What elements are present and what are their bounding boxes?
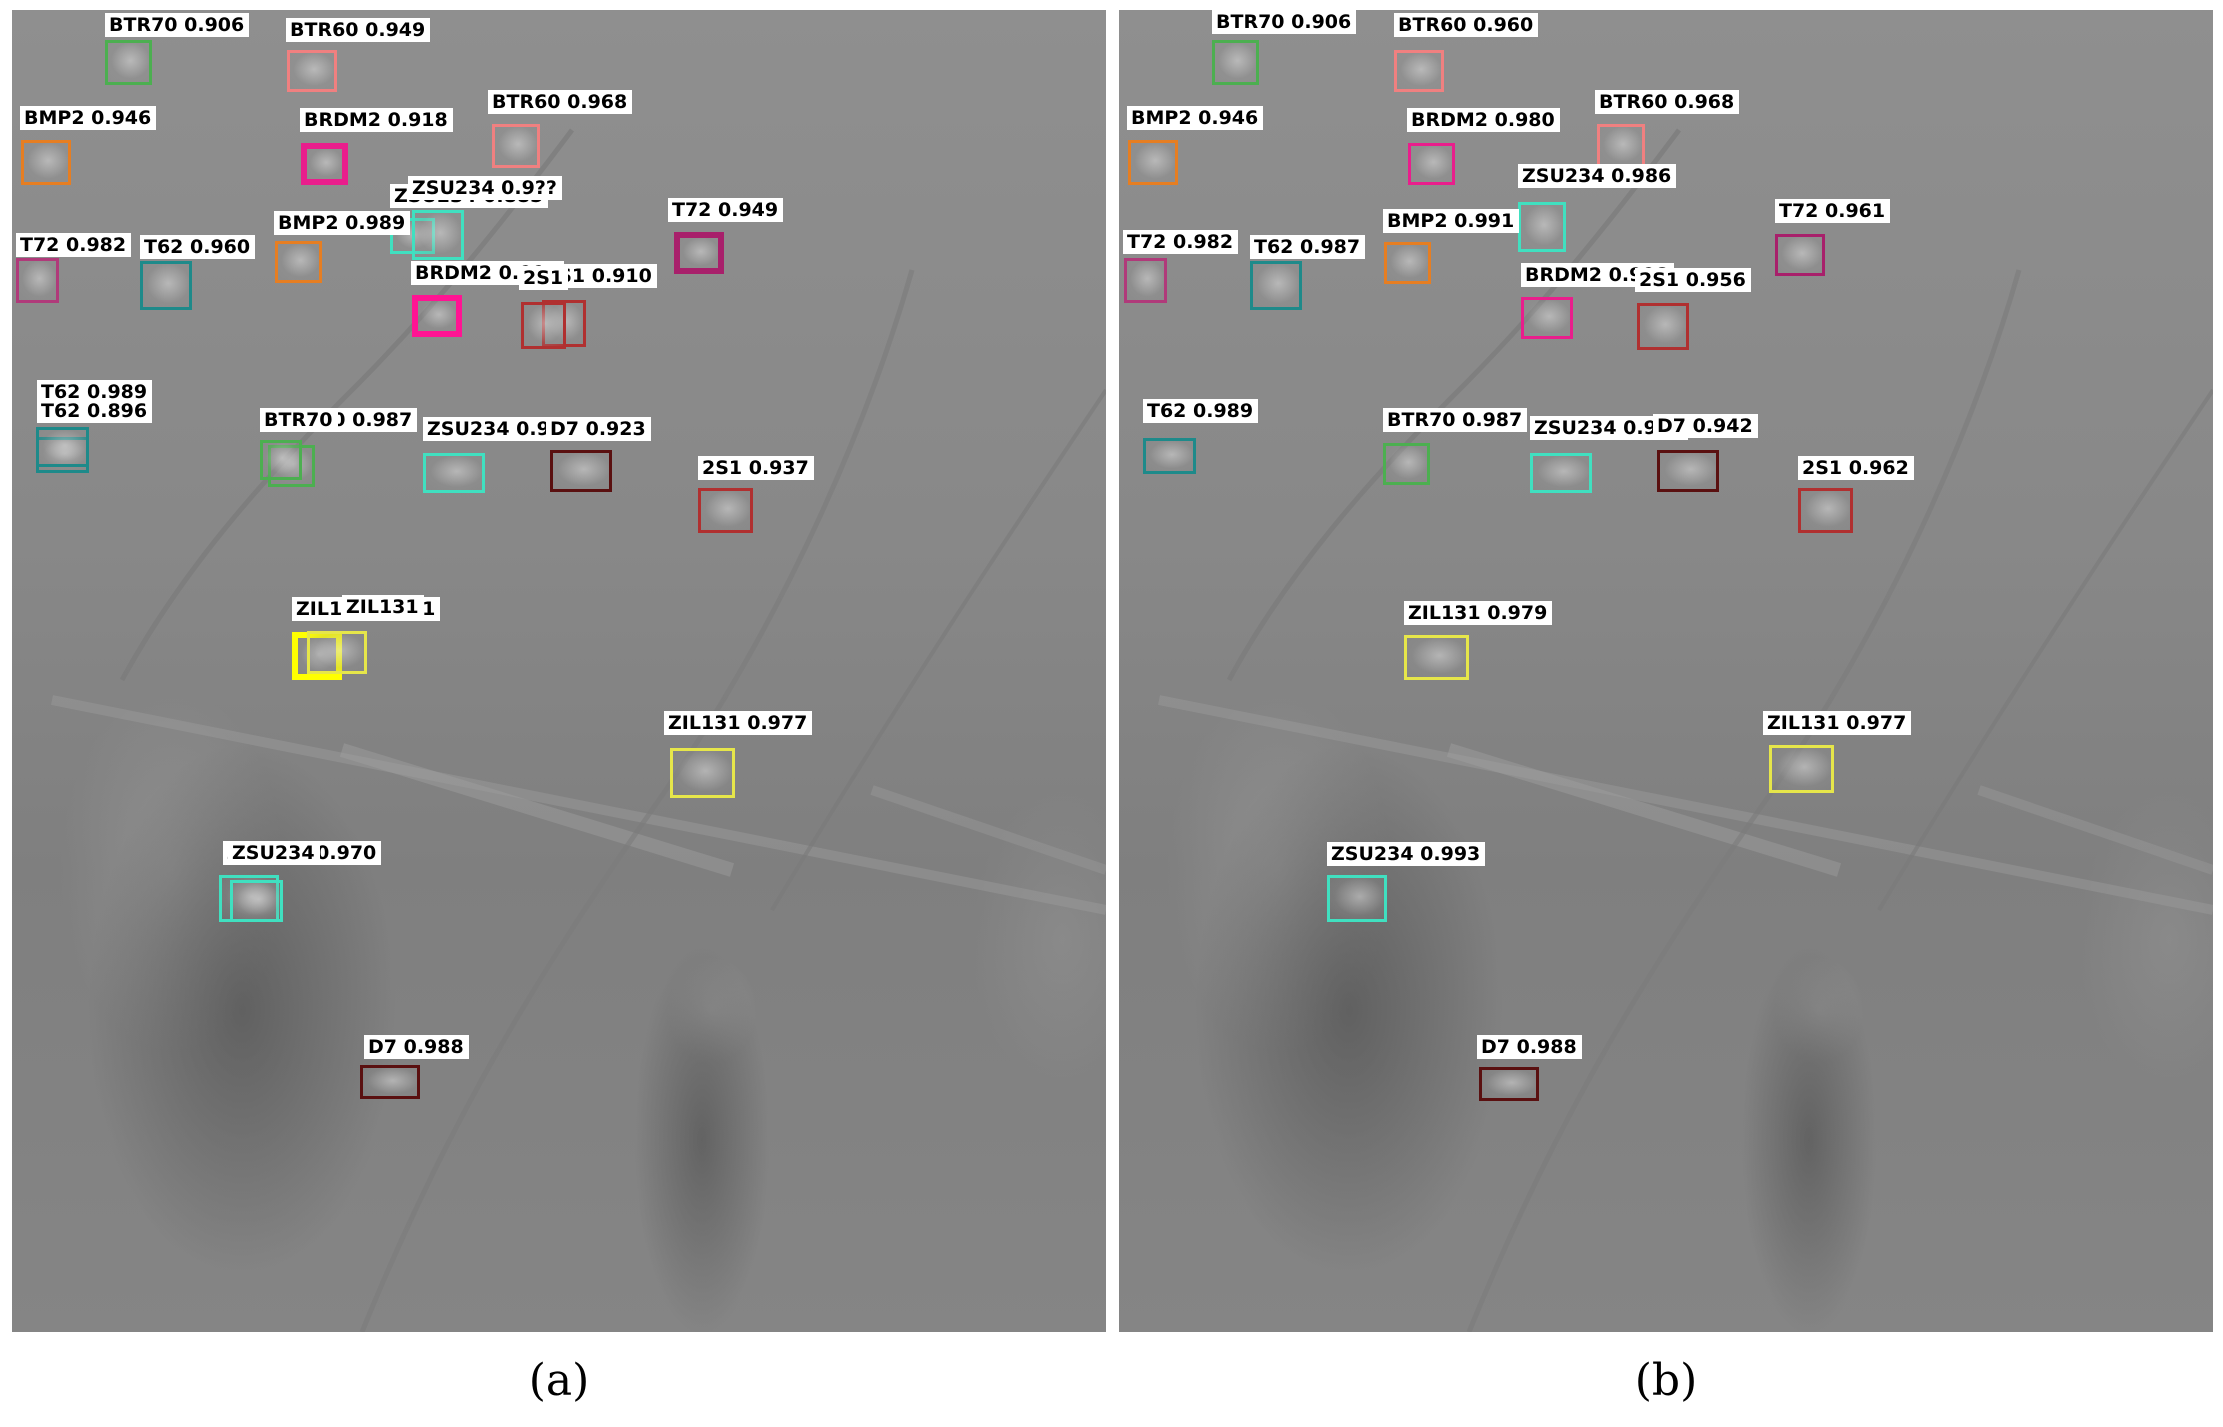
detection-box bbox=[1775, 234, 1825, 276]
detection-box bbox=[1383, 443, 1430, 485]
detection-label: T62 0.896 bbox=[37, 399, 153, 423]
detection-label: T62 0.987 bbox=[1250, 235, 1366, 259]
detection-label: BTR70 0.906 bbox=[1212, 10, 1357, 34]
panel-a-caption: (a) bbox=[528, 1355, 590, 1406]
detection-label: BMP2 0.946 bbox=[1127, 106, 1264, 130]
detection-box bbox=[1212, 40, 1259, 85]
detection-label: T72 0.949 bbox=[668, 198, 784, 222]
detection-label: BRDM2 0.918 bbox=[300, 108, 453, 132]
terrain-scene bbox=[1158, 128, 2213, 1332]
detection-box bbox=[670, 748, 735, 798]
detection-label: ZIL131 0.979 bbox=[1404, 601, 1553, 625]
detection-box bbox=[105, 40, 152, 85]
detection-box bbox=[1394, 50, 1444, 92]
detection-label: T72 0.982 bbox=[1123, 230, 1239, 254]
detection-label: D7 0.988 bbox=[1477, 1035, 1582, 1059]
detection-box bbox=[140, 261, 192, 310]
detection-label: BTR60 0.968 bbox=[1595, 90, 1740, 114]
detection-label: ZIL131 0.977 bbox=[664, 711, 813, 735]
detection-label: ZSU234 bbox=[228, 841, 320, 865]
detection-label: D7 0.923 bbox=[546, 417, 651, 441]
detection-box bbox=[36, 427, 89, 467]
detection-label: BTR70 0.906 bbox=[105, 13, 250, 37]
detection-box bbox=[674, 232, 724, 274]
detection-label: BTR60 0.960 bbox=[1394, 13, 1539, 37]
detection-box bbox=[1408, 143, 1455, 185]
detection-box bbox=[1769, 745, 1834, 793]
detection-label: T62 0.960 bbox=[140, 235, 256, 259]
detection-label: BMP2 0.989 bbox=[274, 211, 411, 235]
detection-label: BTR70 bbox=[260, 408, 338, 432]
detection-box bbox=[1128, 140, 1178, 185]
detection-box bbox=[698, 488, 753, 533]
detection-label: BMP2 0.946 bbox=[20, 106, 157, 130]
detection-label: BTR70 0.987 bbox=[1383, 408, 1528, 432]
detection-label: 2S1 0.937 bbox=[698, 456, 814, 480]
detection-box bbox=[16, 258, 59, 303]
detection-box bbox=[1143, 438, 1196, 474]
detection-label: ZSU234 0.986 bbox=[1518, 164, 1677, 188]
detection-label: D7 0.942 bbox=[1653, 414, 1758, 438]
detection-box bbox=[301, 143, 348, 185]
detection-box bbox=[423, 453, 485, 493]
detection-label: ZSU234 0.993 bbox=[1327, 842, 1486, 866]
terrain-scene bbox=[51, 128, 1106, 1332]
detection-box bbox=[307, 631, 367, 674]
detection-box bbox=[1384, 242, 1431, 284]
detection-box bbox=[1479, 1067, 1539, 1101]
detection-label: ZSU234 0.9?? bbox=[408, 176, 562, 200]
detection-label: BMP2 0.991 bbox=[1383, 209, 1520, 233]
detection-box bbox=[1530, 453, 1592, 493]
detection-label: ZIL131 bbox=[342, 595, 424, 619]
detection-box bbox=[1637, 303, 1689, 350]
detection-label: T72 0.982 bbox=[16, 233, 132, 257]
detection-label: 2S1 0.956 bbox=[1635, 268, 1751, 292]
panel-b-caption: (b) bbox=[1634, 1355, 1698, 1406]
detection-label: BTR60 0.968 bbox=[488, 90, 633, 114]
detection-box bbox=[1327, 875, 1387, 922]
detection-box bbox=[275, 241, 322, 283]
detection-box bbox=[230, 880, 283, 922]
detection-box bbox=[412, 295, 462, 337]
detection-box bbox=[492, 124, 540, 168]
detection-label: BTR60 0.949 bbox=[286, 18, 431, 42]
detection-box bbox=[1597, 124, 1645, 168]
detection-box bbox=[360, 1065, 420, 1099]
detection-box bbox=[1521, 297, 1573, 339]
detection-label: T62 0.989 bbox=[1143, 399, 1259, 423]
detection-box bbox=[1124, 258, 1167, 303]
detection-label: ZIL131 0.977 bbox=[1763, 711, 1912, 735]
detection-box bbox=[260, 440, 302, 480]
detection-label: T72 0.961 bbox=[1775, 199, 1891, 223]
detection-box bbox=[550, 450, 612, 492]
detection-label: D7 0.988 bbox=[364, 1035, 469, 1059]
detection-label: BRDM2 0.980 bbox=[1407, 108, 1560, 132]
detection-box bbox=[1657, 450, 1719, 492]
detection-box bbox=[412, 210, 464, 260]
detection-label: 2S1 bbox=[519, 266, 569, 290]
detection-box bbox=[1404, 635, 1469, 680]
detection-box bbox=[521, 302, 566, 349]
detection-box bbox=[1518, 202, 1566, 252]
detection-box bbox=[1798, 488, 1853, 533]
detection-label: 2S1 0.962 bbox=[1798, 456, 1914, 480]
detection-box bbox=[21, 140, 71, 185]
detection-box bbox=[287, 50, 337, 92]
detection-box bbox=[1250, 261, 1302, 310]
